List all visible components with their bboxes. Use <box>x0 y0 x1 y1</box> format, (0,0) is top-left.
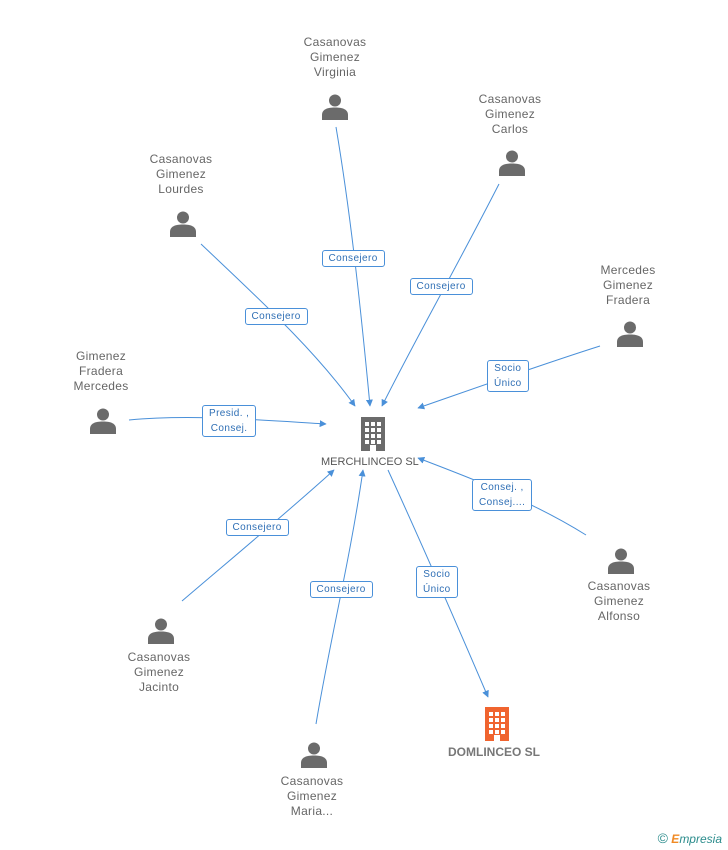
person-name-line: Virginia <box>313 65 357 79</box>
person-name-line: Alfonso <box>597 609 641 623</box>
edge-label-line: Único <box>423 584 451 595</box>
edge-label-line: Consej. <box>210 423 248 434</box>
edge-label-lourdes[interactable]: Consejero <box>244 307 308 325</box>
target-company-building-icon[interactable] <box>483 707 511 746</box>
person-name-line: Lourdes <box>158 182 204 196</box>
person-name-line: Gimenez <box>593 594 645 608</box>
person-name-line: Gimenez <box>602 278 654 292</box>
edge-label-alfonso[interactable]: Consej. , Consej.... <box>472 479 533 511</box>
person-name-line: Gimenez <box>155 167 207 181</box>
person-name-line: Fradera <box>78 364 124 378</box>
person-name-line: Maria... <box>290 804 334 818</box>
person-name-line: Mercedes <box>73 379 129 393</box>
edge-maria-to-center <box>315 469 366 725</box>
copyright-symbol: © <box>657 830 668 846</box>
person-icon[interactable] <box>89 406 117 439</box>
person-name-line: Casanovas <box>478 92 542 106</box>
brand-initial: E <box>671 832 680 846</box>
person-name-line: Gimenez <box>286 789 338 803</box>
person-name-line: Gimenez <box>75 349 127 363</box>
person-name-line: Gimenez <box>484 107 536 121</box>
person-name-line: Jacinto <box>138 680 180 694</box>
edge-label-line: Socio <box>494 363 522 374</box>
person-icon[interactable] <box>616 319 644 352</box>
person-name-line: Casanovas <box>149 152 213 166</box>
edge-label-line: Consej.... <box>479 497 526 508</box>
edge-label-line: Único <box>494 378 522 389</box>
person-name-line: Casanovas <box>587 579 651 593</box>
target-company-name[interactable]: DOMLINCEO SL <box>448 745 540 759</box>
center-company-name[interactable]: MERCHLINCEO SL <box>321 456 419 468</box>
edge-label-line: Consejero <box>328 252 378 264</box>
edge-label-line: Consejero <box>251 310 301 322</box>
edge-label-line: Consejero <box>316 583 366 595</box>
person-name-line: Carlos <box>491 122 529 136</box>
edge-label-jacinto[interactable]: Consejero <box>225 518 289 536</box>
edge-label-gimenez-fradera[interactable]: Presid. , Consej. <box>202 405 257 437</box>
brand-name: mpresia <box>679 832 722 846</box>
edge-label-line: Consejero <box>416 280 466 292</box>
person-name-line: Gimenez <box>309 50 361 64</box>
edge-label-line: Socio <box>423 569 451 580</box>
person-name-line: Fradera <box>605 293 651 307</box>
person-name-line: Gimenez <box>133 665 185 679</box>
edge-label-carlos[interactable]: Consejero <box>409 277 473 295</box>
edge-label-line: Consej. , <box>480 482 524 493</box>
edge-virginia-to-center <box>335 126 373 407</box>
center-company-building-icon[interactable] <box>359 417 387 456</box>
edge-label-line: Consejero <box>232 521 282 533</box>
brand-watermark[interactable]: © Empresia <box>658 830 722 846</box>
person-icon[interactable] <box>321 92 349 125</box>
edge-lourdes-to-center <box>200 243 356 407</box>
edge-label-maria[interactable]: Consejero <box>309 580 373 598</box>
person-name-line: Casanovas <box>127 650 191 664</box>
person-icon[interactable] <box>147 616 175 649</box>
person-icon[interactable] <box>498 148 526 181</box>
person-icon[interactable] <box>607 546 635 579</box>
person-name-line: Casanovas <box>303 35 367 49</box>
edge-carlos-to-center <box>381 183 500 407</box>
person-name-line: Mercedes <box>600 263 656 277</box>
person-name-line: Casanovas <box>280 774 344 788</box>
person-icon[interactable] <box>300 740 328 773</box>
person-icon[interactable] <box>169 209 197 242</box>
edge-label-virginia[interactable]: Consejero <box>321 249 385 267</box>
edge-label-line: Presid. , <box>209 408 250 419</box>
